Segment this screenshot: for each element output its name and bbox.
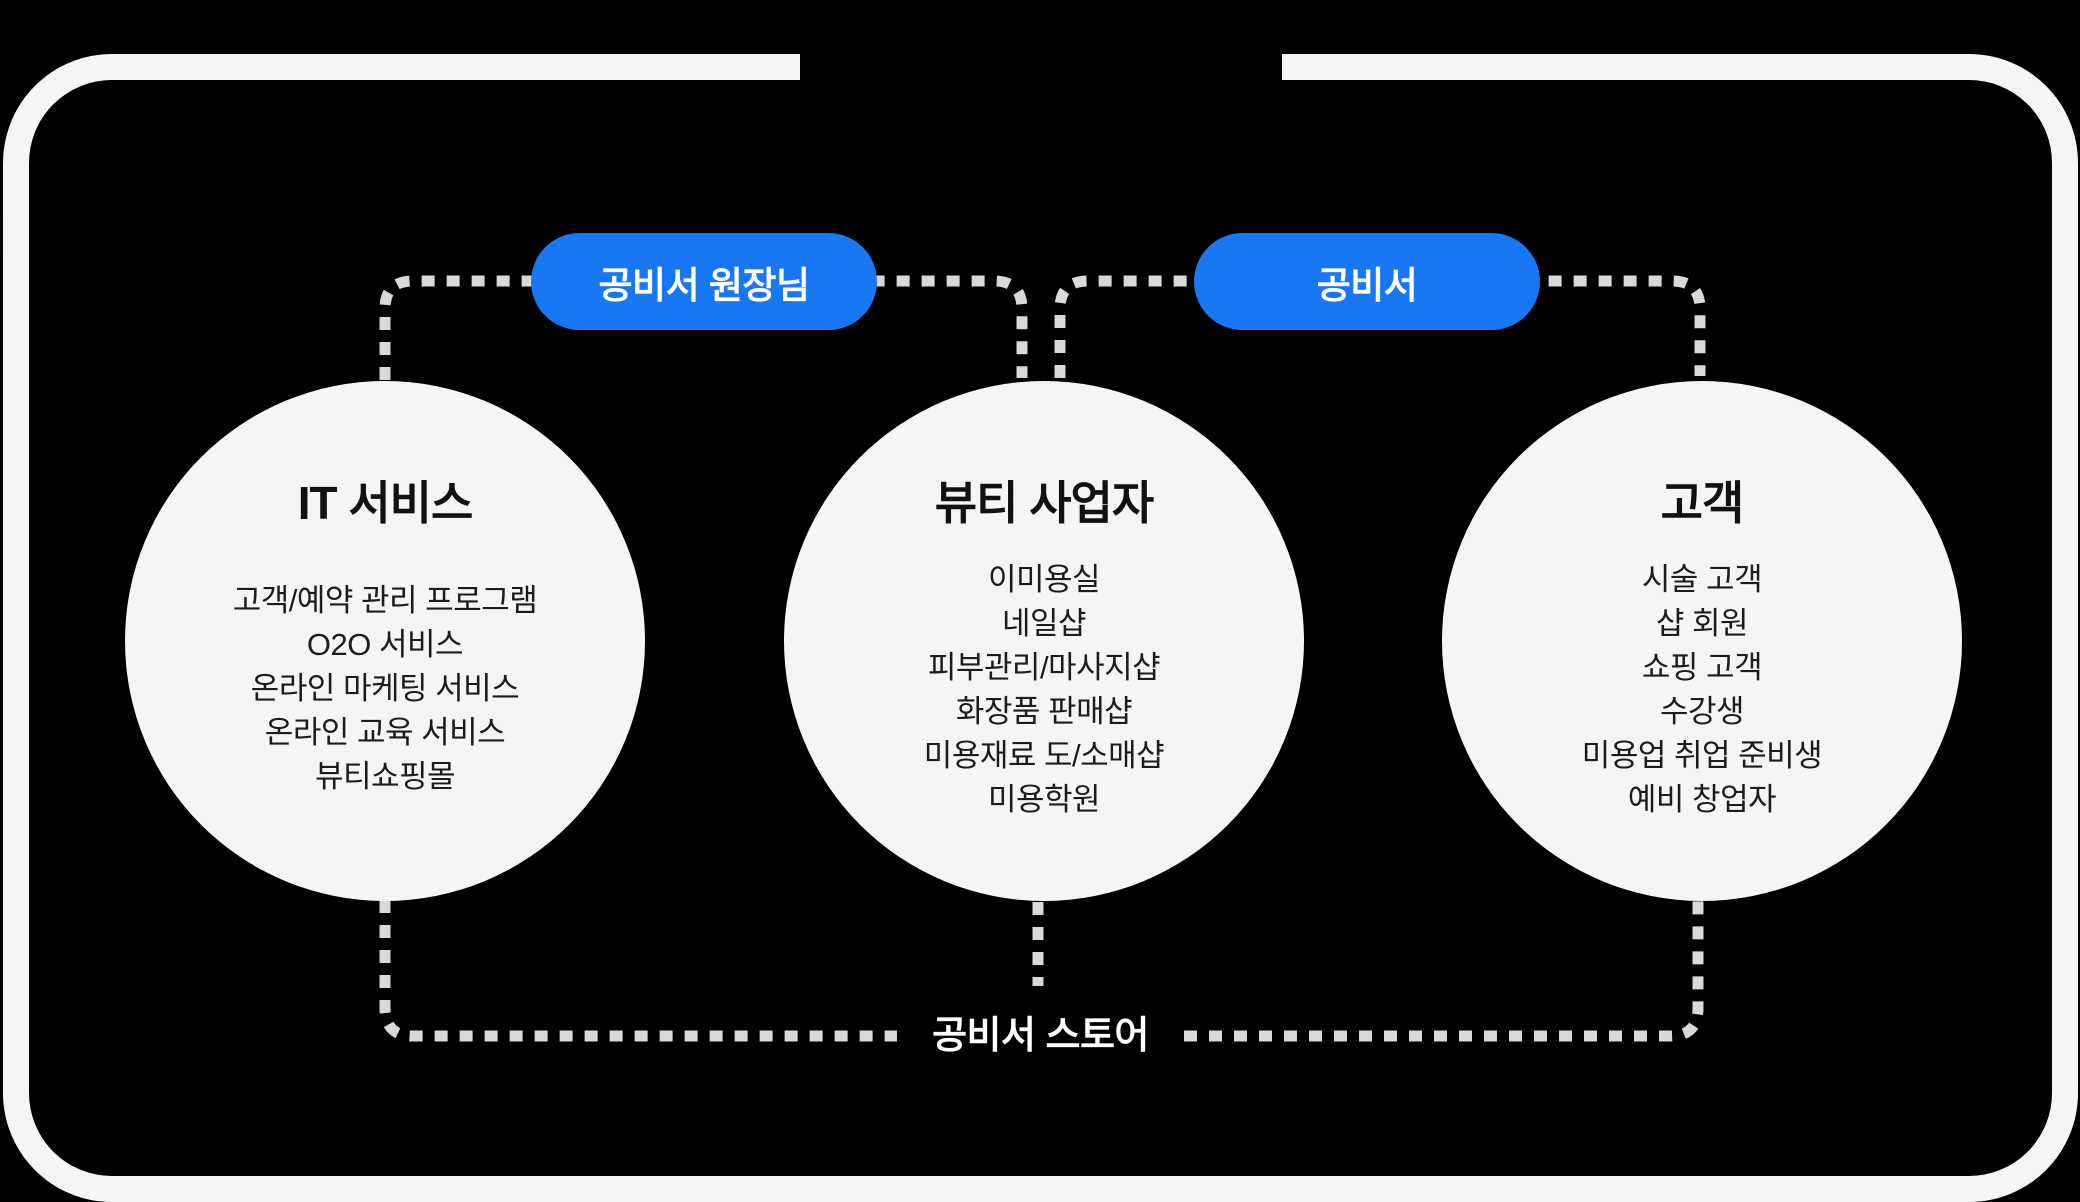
pill-gongbiseo-director: 공비서 원장님 (531, 233, 877, 330)
circle-item: 예비 창업자 (1627, 782, 1777, 817)
circle-item: 뷰티쇼핑몰 (314, 759, 456, 794)
circle-item: 미용학원 (987, 782, 1101, 817)
circle-title: 뷰티 사업자 (934, 477, 1154, 529)
circle-item: 화장품 판매샵 (955, 694, 1133, 729)
circle-item-list: 고객/예약 관리 프로그램 O2O 서비스 온라인 마케팅 서비스 온라인 교육… (125, 579, 645, 799)
circle-item: 미용재료 도/소매샵 (923, 738, 1165, 773)
circle-title: IT 서비스 (297, 477, 474, 529)
circle-it-services: IT 서비스 고객/예약 관리 프로그램 O2O 서비스 온라인 마케팅 서비스… (125, 381, 645, 901)
circle-item: 수강생 (1659, 694, 1745, 729)
dotted-connector-bottom-left (379, 900, 897, 1042)
circle-item: O2O 서비스 (306, 627, 464, 662)
circle-item: 미용업 취업 준비생 (1581, 738, 1823, 773)
circle-item-list: 이미용실 네일샵 피부관리/마사지샵 화장품 판매샵 미용재료 도/소매샵 미용… (784, 558, 1304, 822)
pill-gongbiseo: 공비서 (1194, 233, 1540, 330)
circle-title: 고객 (1660, 477, 1745, 529)
circle-item: 네일샵 (1001, 606, 1087, 641)
circle-item: 이미용실 (987, 562, 1101, 597)
circle-item: 피부관리/마사지샵 (927, 650, 1161, 685)
circle-item: 고객/예약 관리 프로그램 (232, 583, 538, 618)
circle-item: 온라인 마케팅 서비스 (250, 671, 520, 706)
store-label: 공비서 스토어 (932, 1015, 1149, 1057)
circle-item: 온라인 교육 서비스 (264, 715, 506, 750)
circle-item: 시술 고객 (1641, 562, 1763, 597)
frame-border-gap (800, 48, 1282, 88)
circle-item: 쇼핑 고객 (1641, 650, 1763, 685)
circle-item-list: 시술 고객 샵 회원 쇼핑 고객 수강생 미용업 취업 준비생 예비 창업자 (1442, 558, 1962, 822)
circle-item: 샵 회원 (1655, 606, 1749, 641)
circle-beauty-business: 뷰티 사업자 이미용실 네일샵 피부관리/마사지샵 화장품 판매샵 미용재료 도… (784, 381, 1304, 901)
circle-customers: 고객 시술 고객 샵 회원 쇼핑 고객 수강생 미용업 취업 준비생 예비 창업… (1442, 381, 1962, 901)
dotted-connector-bottom-right (1184, 900, 1704, 1042)
